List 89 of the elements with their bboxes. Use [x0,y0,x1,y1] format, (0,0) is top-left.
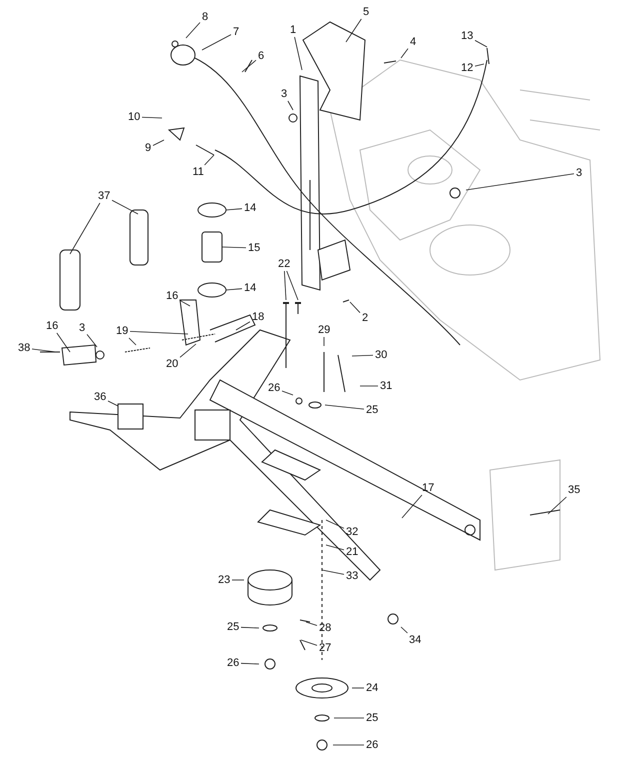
callout-number: 12 [460,62,474,74]
callout-number: 26 [267,382,282,394]
callout-number: 14 [243,282,258,294]
callout-number: 27 [318,642,332,654]
callout-number: 30 [374,349,388,361]
callout-number: 38 [17,342,32,354]
leader-line [222,246,246,248]
callout-number: 17 [421,482,436,494]
leader-line [180,344,196,358]
callout-number: 37 [97,190,112,202]
leader-line [70,202,100,254]
callout-number: 22 [277,258,292,270]
leader-line [142,116,162,118]
callout-number: 19 [115,325,130,337]
callout-number: 20 [165,358,180,370]
callout-number: 26 [365,739,380,751]
leader-line [300,640,318,646]
leader-line [400,626,408,634]
callout-number: 5 [362,6,370,18]
callout-number: 25 [365,712,380,724]
callout-number: 14 [243,202,258,214]
leader-line [202,34,232,50]
callout-number: 1 [289,24,298,36]
leader-line [284,270,286,300]
leader-line [286,270,298,300]
leader-line [240,662,260,664]
callout-number: 18 [251,311,266,323]
leader-line [474,64,484,67]
leader-line [402,494,422,518]
callout-number: 32 [345,526,360,538]
leader-line [128,338,136,346]
callout-number: 21 [345,546,360,558]
leader-line [322,570,344,575]
callout-number: 10 [127,111,142,123]
callout-number: 24 [365,682,380,694]
leader-line [186,22,200,38]
leader-line [86,334,98,348]
leader-line [326,520,344,529]
leader-line [226,288,242,290]
leader-line [112,200,138,214]
leader-line [152,140,164,146]
callout-number: 4 [409,36,418,48]
callout-number: 2 [361,312,370,324]
callout-number: 25 [365,404,380,416]
leader-line [294,36,302,70]
callout-number: 33 [345,570,360,582]
callout-number: 16 [45,320,60,332]
leader-line [56,332,70,352]
callout-number: 31 [379,380,394,392]
callout-number: 7 [232,26,240,38]
leader-line [474,40,488,48]
callout-number: 35 [567,484,582,496]
leader-line [352,354,374,356]
callout-number: 36 [93,391,108,403]
leader-line [306,622,318,626]
callout-number: 28 [318,622,332,634]
leader-line [288,100,294,110]
leader-line [346,18,362,42]
callout-number: 6 [257,50,266,62]
leader-line [282,390,294,396]
callout-number: 34 [408,634,422,646]
callout-number: 29 [317,324,332,336]
leader-line [350,302,360,314]
leader-line [204,154,214,166]
callout-number: 26 [226,657,240,669]
callout-number: 16 [165,290,180,302]
leader-line [108,400,118,406]
callout-number: 15 [247,242,262,254]
callout-number: 9 [144,142,152,154]
callout-number: 3 [280,88,288,100]
leader-line [332,744,364,746]
leader-line [240,626,260,628]
leader-line [236,321,250,330]
callout-number: 11 [192,166,205,178]
leader-line [326,544,344,550]
callout-number: 8 [201,11,210,23]
callout-number: 25 [226,621,240,633]
leader-line [324,404,364,410]
leader-line [548,496,567,514]
callout-number: 3 [575,167,584,179]
callout-number: 3 [78,322,86,334]
leader-line [242,60,256,72]
leader-line [226,208,242,210]
leader-line [180,300,190,306]
leader-line [400,48,408,58]
callout-number: 13 [460,30,474,42]
leader-line [32,348,56,352]
leader-line [130,330,188,334]
callout-number: 23 [217,574,232,586]
